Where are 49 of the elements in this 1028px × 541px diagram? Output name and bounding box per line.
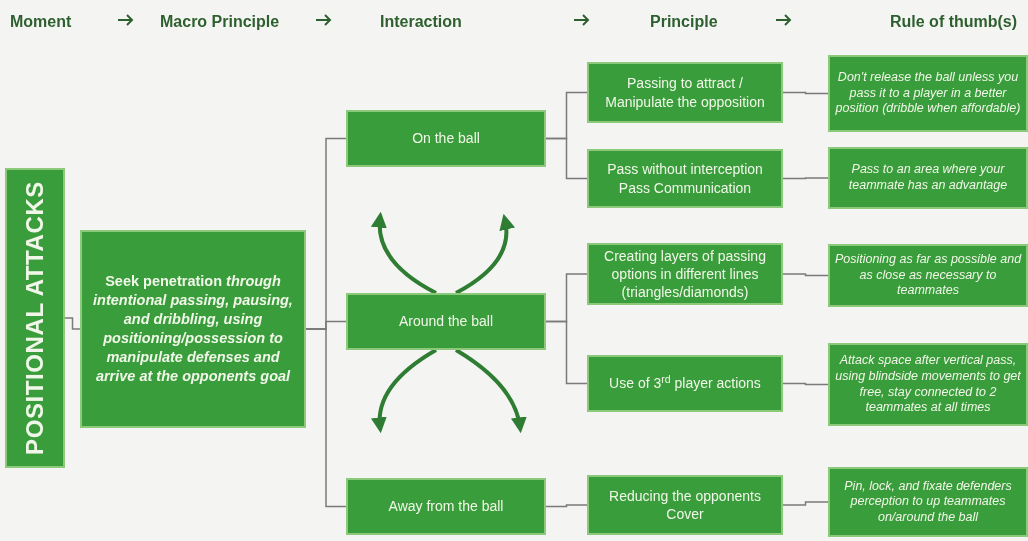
curved-arrow <box>454 348 527 434</box>
column-heading: Macro Principle <box>160 12 280 32</box>
process-box <box>587 243 783 305</box>
curved-arrow <box>371 348 438 434</box>
connector-line <box>782 382 829 386</box>
connector-line <box>64 317 81 330</box>
process-box <box>80 230 306 428</box>
process-box <box>828 244 1028 307</box>
box-text: Seek penetration through intentional passing, pausing, and dribbling, using positioning/possession to manipulate defenses and arrive at the opponents goal <box>92 272 294 386</box>
box-text: Reducing the opponents Cover <box>608 486 762 524</box>
box-text: Pass to an area where your teammate has an advantage <box>847 162 1009 194</box>
process-box <box>587 149 783 208</box>
connector-line <box>305 328 347 508</box>
connector-line <box>782 91 829 95</box>
process-box <box>5 168 65 468</box>
box-text: Don't release the ball unless you pass it to a player in a better position (dribble when affordable) <box>834 70 1022 117</box>
connector-line <box>782 273 829 277</box>
box-text: Creating layers of passing options in different lines (triangles/diamonds) <box>603 246 767 302</box>
box-text: POSITIONAL ATTACKS <box>20 181 49 455</box>
curved-arrow <box>371 211 437 295</box>
column-heading: Interaction <box>380 12 462 32</box>
process-box <box>828 147 1028 209</box>
process-box <box>346 293 546 350</box>
box-text: Pass without interception Pass Communication <box>606 160 764 197</box>
box-text: Positioning as far as possible and as close as necessary to teammates <box>834 252 1022 299</box>
connector-line <box>782 177 829 180</box>
box-text: Away from the ball <box>388 497 504 516</box>
connector-line <box>545 504 588 508</box>
box-text: Attack space after vertical pass, using blindside movements to get free, stay connected to 2 teammates at all times <box>834 353 1022 416</box>
process-box <box>587 475 783 535</box>
process-box <box>346 110 546 167</box>
process-box <box>346 478 546 535</box>
box-text: Pin, lock, and fixate defenders perception to up teammates on/around the ball <box>843 478 1013 526</box>
box-text: On the ball <box>412 129 480 148</box>
box-text: Passing to attract / Manipulate the opposition <box>604 74 766 111</box>
connector-line <box>545 320 588 385</box>
column-heading: Principle <box>650 12 718 32</box>
connector-line <box>545 137 588 180</box>
connector-line <box>782 501 829 506</box>
box-text: Around the ball <box>398 312 494 331</box>
process-box <box>828 467 1028 537</box>
process-box <box>828 55 1028 132</box>
curved-arrow <box>455 213 515 295</box>
column-heading: Rule of thumb(s) <box>890 12 1018 32</box>
process-box <box>587 62 783 123</box>
process-box <box>828 343 1028 426</box>
column-heading: Moment <box>10 12 72 32</box>
box-text: Use of 3$^{rd}$ player actions <box>609 374 761 393</box>
process-box <box>587 355 783 412</box>
